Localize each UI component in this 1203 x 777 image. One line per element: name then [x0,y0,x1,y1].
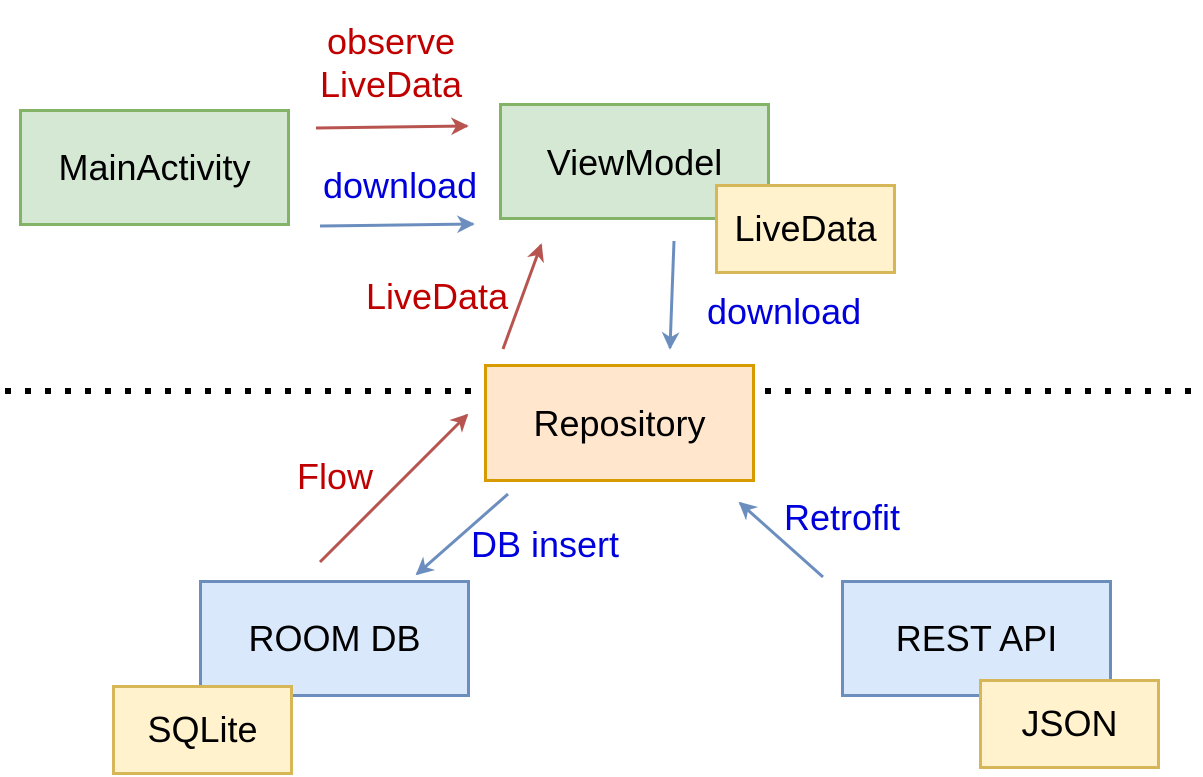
sqlite-label: SQLite [147,709,258,750]
rest-api-node: REST API [841,580,1112,697]
rest-api-label: REST API [895,617,1058,659]
flow-label: Flow [297,456,374,497]
observe-livedata-arrow [315,117,469,136]
sqlite-node: SQLite [112,685,293,775]
observe-livedata-label: observe LiveData [314,20,468,106]
observe-livedata-line2: LiveData [319,64,463,106]
download-down-arrow [661,240,680,350]
view-model-livedata-node: LiveData [715,184,896,274]
retrofit-arrow [738,501,824,579]
json-label: JSON [1021,703,1118,744]
json-node: JSON [979,679,1160,769]
view-model-livedata-label: LiveData [734,208,877,249]
db-insert-arrow [415,492,509,576]
livedata-up-arrow [501,243,544,350]
room-db-label: ROOM DB [248,617,421,659]
main-activity-label: MainActivity [58,146,251,188]
view-model-label: ViewModel [546,142,723,183]
retrofit-label: Retrofit [784,497,901,538]
db-insert-label: DB insert [471,524,620,565]
livedata-up-label: LiveData [366,276,509,317]
room-db-node: ROOM DB [199,580,470,697]
flow-arrow [318,413,469,564]
download-down-label: download [707,291,862,332]
download-top-arrow [319,215,475,234]
main-activity-node: MainActivity [19,109,290,226]
repository-label: Repository [533,403,706,444]
download-top-label: download [323,165,478,206]
repository-node: Repository [484,364,755,482]
observe-livedata-line1: observe [326,21,456,62]
